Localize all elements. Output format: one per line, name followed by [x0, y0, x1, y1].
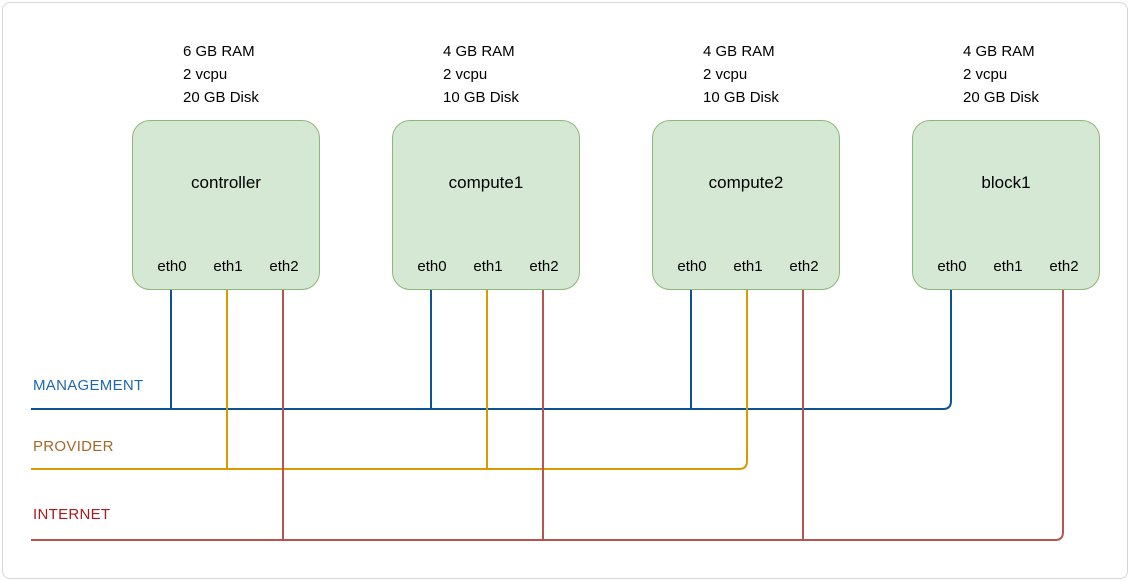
network-label-management: MANAGEMENT [33, 377, 144, 394]
node-box: controller eth0 eth1 eth2 [132, 120, 320, 290]
spec-line-vcpu: 2 vcpu [703, 66, 748, 83]
network-label-provider: PROVIDER [33, 438, 114, 455]
interface-label-eth1: eth1 [213, 258, 243, 275]
network-label-internet: INTERNET [33, 506, 111, 523]
spec-line-disk: 10 GB Disk [443, 89, 519, 106]
node-specs: 4 GB RAM 2 vcpu 20 GB Disk [963, 40, 1039, 109]
interface-label-eth1: eth1 [733, 258, 763, 275]
node-title: block1 [981, 173, 1031, 192]
spec-line-ram: 4 GB RAM [963, 43, 1035, 60]
interface-label-eth2: eth2 [269, 258, 299, 275]
node-block1: 4 GB RAM 2 vcpu 20 GB Disk block1 eth0 e… [912, 0, 1100, 300]
node-title: compute1 [448, 173, 524, 192]
node-box: compute2 eth0 eth1 eth2 [652, 120, 840, 290]
node-title: controller [191, 173, 261, 192]
node-compute1: 4 GB RAM 2 vcpu 10 GB Disk compute1 eth0… [392, 0, 580, 300]
interface-label-eth1: eth1 [473, 258, 503, 275]
node-box: block1 eth0 eth1 eth2 [912, 120, 1100, 290]
node-compute2: 4 GB RAM 2 vcpu 10 GB Disk compute2 eth0… [652, 0, 840, 300]
node-specs: 6 GB RAM 2 vcpu 20 GB Disk [183, 40, 259, 109]
node-specs: 4 GB RAM 2 vcpu 10 GB Disk [703, 40, 779, 109]
spec-line-disk: 20 GB Disk [183, 89, 259, 106]
spec-line-ram: 4 GB RAM [703, 43, 775, 60]
spec-line-ram: 4 GB RAM [443, 43, 515, 60]
spec-line-disk: 10 GB Disk [703, 89, 779, 106]
spec-line-vcpu: 2 vcpu [443, 66, 488, 83]
spec-line-ram: 6 GB RAM [183, 43, 255, 60]
spec-line-vcpu: 2 vcpu [183, 66, 228, 83]
management-network-line [31, 290, 952, 410]
interface-label-eth2: eth2 [529, 258, 559, 275]
interface-label-eth2: eth2 [789, 258, 819, 275]
interface-label-eth2: eth2 [1049, 258, 1079, 275]
interface-label-eth0: eth0 [937, 258, 967, 275]
spec-line-disk: 20 GB Disk [963, 89, 1039, 106]
interface-label-eth0: eth0 [157, 258, 187, 275]
node-box: compute1 eth0 eth1 eth2 [392, 120, 580, 290]
interface-label-eth0: eth0 [417, 258, 447, 275]
internet-network-line [31, 290, 1064, 541]
node-title: compute2 [708, 173, 784, 192]
interface-label-eth1: eth1 [993, 258, 1023, 275]
interface-label-eth0: eth0 [677, 258, 707, 275]
node-controller: 6 GB RAM 2 vcpu 20 GB Disk controller et… [132, 0, 320, 300]
spec-line-vcpu: 2 vcpu [963, 66, 1008, 83]
node-specs: 4 GB RAM 2 vcpu 10 GB Disk [443, 40, 519, 109]
